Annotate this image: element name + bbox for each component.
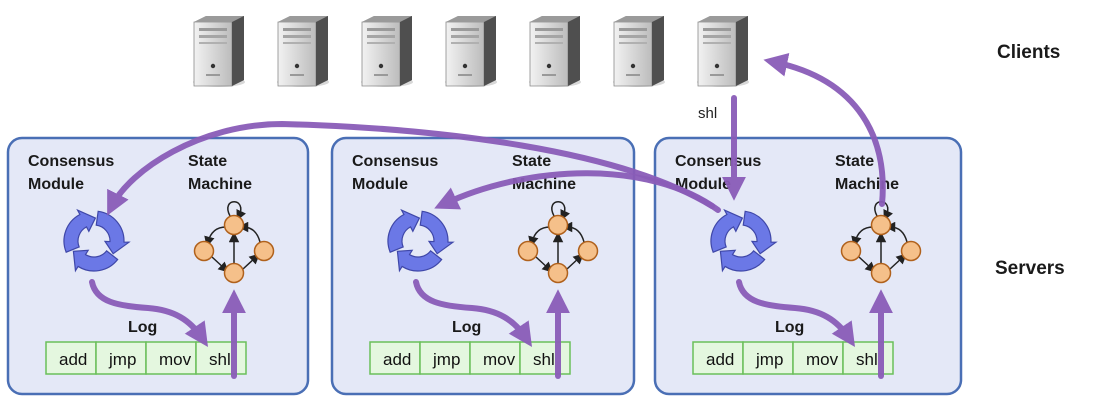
log-entry: [519, 341, 571, 375]
state-machine-label: State: [835, 153, 874, 170]
log-entry-text: mov: [483, 350, 516, 369]
consensus-cycle-icon: [63, 208, 131, 273]
response-to-client-arrow: [763, 52, 886, 207]
state-machine-icon: [517, 201, 599, 284]
consensus-module-label: Module: [352, 176, 408, 193]
log-entry: [195, 341, 247, 375]
log-entry-text: add: [383, 350, 411, 369]
state-machine-icon: [840, 201, 922, 284]
log-entry: [369, 341, 421, 375]
log-entry: [145, 341, 197, 375]
client-request-label: shl: [698, 105, 717, 122]
log-label: Log: [452, 319, 481, 336]
servers-label: Servers: [995, 258, 1065, 279]
log-entry-text: add: [706, 350, 734, 369]
state-machine-label: State: [188, 153, 227, 170]
replicate-to-server1-arrow: [107, 120, 715, 216]
log-entry-text: mov: [159, 350, 192, 369]
log-entry-text: shl: [856, 350, 878, 369]
log-entry: [95, 341, 147, 375]
state-machine-icon: [193, 201, 275, 284]
consensus-module-label: Consensus: [352, 153, 438, 170]
clients-label: Clients: [997, 42, 1060, 63]
log-entry-text: add: [59, 350, 87, 369]
consensus-module-label: Consensus: [675, 153, 761, 170]
log-entry-text: mov: [806, 350, 839, 369]
log-entry-text: shl: [533, 350, 555, 369]
log-entry-text: jmp: [432, 350, 460, 369]
consensus-to-log-arrow: [413, 279, 532, 347]
client-computer-icon: [445, 16, 497, 87]
client-computer-icon: [193, 16, 245, 87]
log-entry-text: jmp: [755, 350, 783, 369]
consensus-module-label: Consensus: [28, 153, 114, 170]
log-label: Log: [128, 319, 157, 336]
log-entry-text: jmp: [108, 350, 136, 369]
client-computer-icon: [361, 16, 413, 87]
consensus-module-label: Module: [675, 176, 731, 193]
log-entry: [419, 341, 471, 375]
message-arrows: [89, 52, 893, 379]
clients-row: [193, 16, 749, 87]
consensus-module-label: Module: [28, 176, 84, 193]
log-entry-text: shl: [209, 350, 231, 369]
replicate-to-server2-arrow: [434, 170, 721, 213]
client-computer-icon: [613, 16, 665, 87]
consensus-cycle-icon: [710, 208, 778, 273]
state-machine-label: Machine: [835, 176, 899, 193]
client-computer-icon: [529, 16, 581, 87]
log-entry: [842, 341, 894, 375]
consensus-to-log-arrow: [736, 279, 855, 347]
consensus-cycle-icon: [387, 208, 455, 273]
log-entry: [792, 341, 844, 375]
client-computer-icon: [697, 16, 749, 87]
state-machine-label: Machine: [188, 176, 252, 193]
state-machine-label: State: [512, 153, 551, 170]
log-label: Log: [775, 319, 804, 336]
client-computer-icon: [277, 16, 329, 87]
consensus-to-log-arrow: [89, 279, 208, 347]
log-entry: [692, 341, 744, 375]
